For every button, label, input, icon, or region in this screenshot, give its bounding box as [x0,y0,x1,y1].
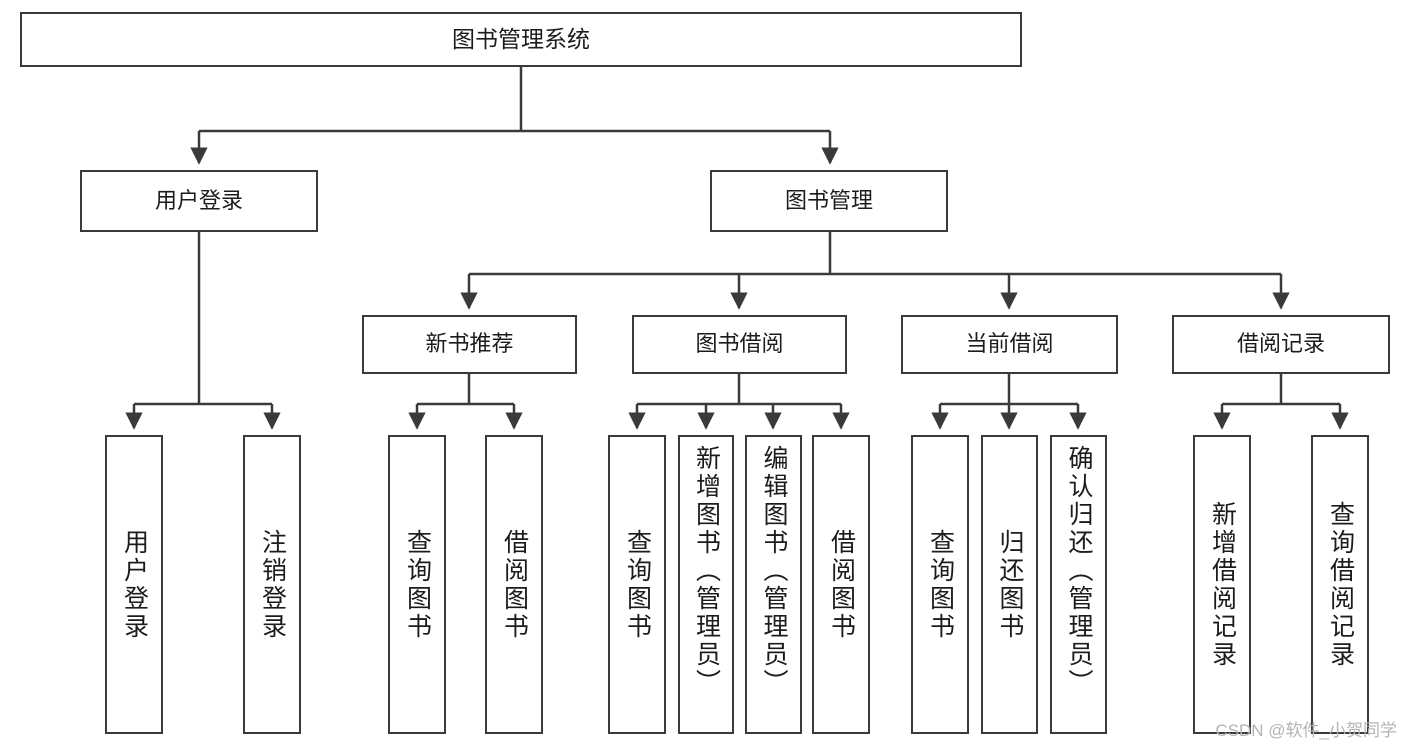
node-label: 图书管理系统 [452,25,590,52]
node-label: 查询借阅记录 [1326,500,1355,669]
node-label: 注销登录 [258,528,287,641]
node-label: 新增借阅记录 [1208,500,1237,669]
node-label: 归还图书 [996,528,1024,641]
node-user-login[interactable]: 用户登录 [80,170,318,232]
node-book-management[interactable]: 图书管理 [710,170,948,232]
node-label: 确认归还（管理员） [1065,445,1093,697]
node-borrow-record[interactable]: 借阅记录 [1172,315,1390,374]
node-label: 新增图书（管理员） [692,445,721,697]
leaf-add-book-admin[interactable]: 新增图书（管理员） [678,435,734,734]
leaf-confirm-return-admin[interactable]: 确认归还（管理员） [1050,435,1107,734]
node-label: 借阅图书 [500,528,529,641]
node-label: 新书推荐 [425,331,514,357]
node-label: 用户登录 [154,187,243,213]
node-current-borrow[interactable]: 当前借阅 [901,315,1118,374]
leaf-return-book[interactable]: 归还图书 [981,435,1038,734]
leaf-add-borrow-record[interactable]: 新增借阅记录 [1193,435,1251,734]
node-label: 借阅图书 [827,528,856,641]
csdn-watermark: CSDN @软件_小贺同学 [1215,721,1397,740]
node-label: 查询图书 [403,528,432,641]
node-label: 用户登录 [120,528,149,641]
node-label: 编辑图书（管理员） [760,445,788,697]
node-label: 图书管理 [784,187,873,213]
leaf-query-borrow-record[interactable]: 查询借阅记录 [1311,435,1369,734]
leaf-query-book-borrow[interactable]: 查询图书 [608,435,666,734]
node-label: 当前借阅 [965,331,1054,357]
node-label: 借阅记录 [1236,331,1325,357]
node-book-borrow[interactable]: 图书借阅 [632,315,847,374]
leaf-user-logout[interactable]: 注销登录 [243,435,301,734]
node-library-management-system[interactable]: 图书管理系统 [20,12,1022,67]
node-new-book-recommend[interactable]: 新书推荐 [362,315,577,374]
leaf-borrow-book[interactable]: 借阅图书 [812,435,870,734]
leaf-query-book-current[interactable]: 查询图书 [911,435,969,734]
node-label: 查询图书 [623,528,652,641]
leaf-query-book-recommend[interactable]: 查询图书 [388,435,446,734]
node-label: 图书借阅 [695,331,784,357]
leaf-edit-book-admin[interactable]: 编辑图书（管理员） [745,435,802,734]
node-label: 查询图书 [926,528,955,641]
leaf-user-login[interactable]: 用户登录 [105,435,163,734]
leaf-borrow-book-recommend[interactable]: 借阅图书 [485,435,543,734]
